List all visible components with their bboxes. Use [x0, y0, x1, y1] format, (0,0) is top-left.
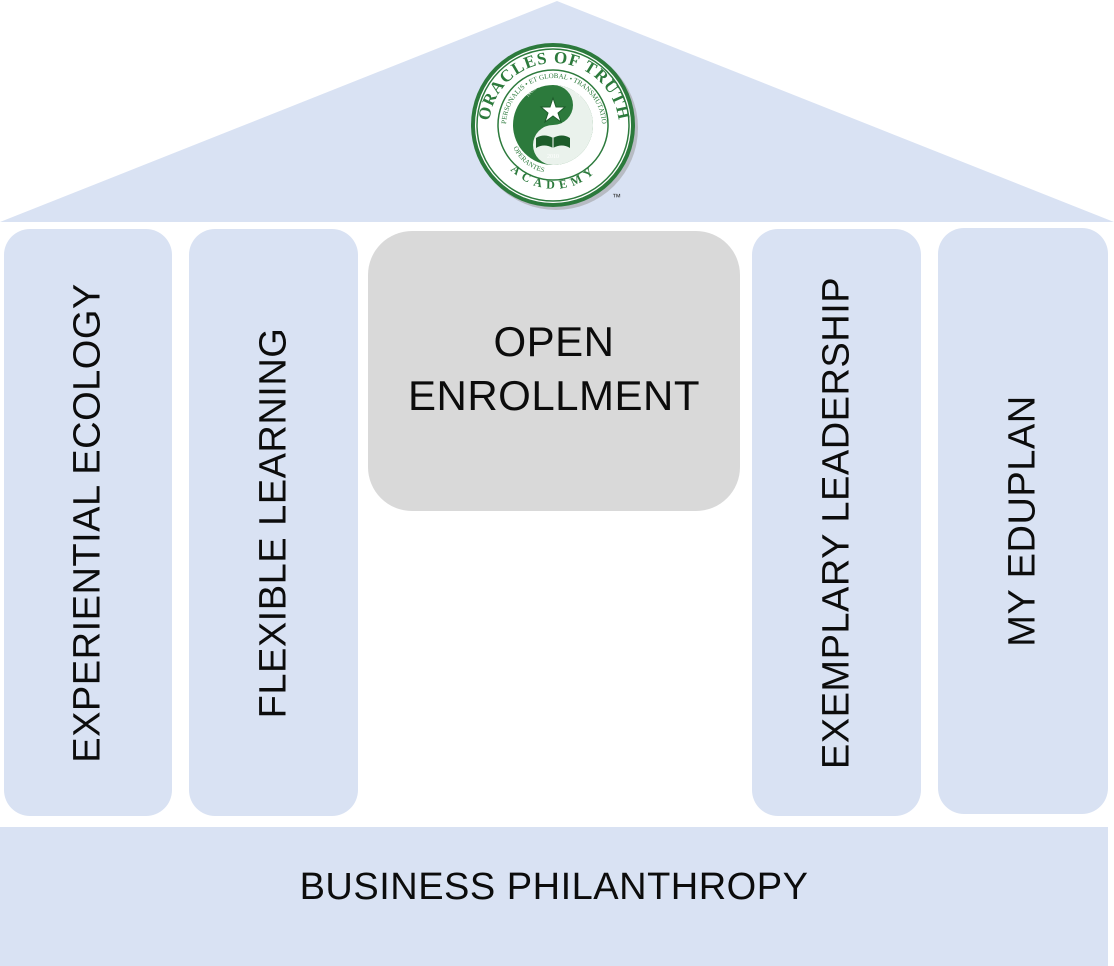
pillar-flexible-learning: FLEXIBLE LEARNING: [189, 229, 358, 816]
pillar-exemplary-leadership: EXEMPLARY LEADERSHIP: [752, 229, 921, 816]
foundation-base: BUSINESS PHILANTHROPY: [0, 827, 1108, 966]
seal-trademark: ™: [612, 192, 621, 202]
open-enrollment-line1: OPEN: [493, 318, 615, 365]
open-enrollment-box: OPEN ENROLLMENT: [368, 231, 740, 511]
pillar-my-eduplan: MY EDUPLAN: [938, 228, 1108, 814]
open-enrollment-line2: ENROLLMENT: [407, 372, 701, 419]
pillar-experiential-ecology: EXPERIENTIAL ECOLOGY: [4, 229, 172, 816]
pillar-label: EXPERIENTIAL ECOLOGY: [66, 282, 109, 763]
academy-seal-logo: ORACLES OF TRUTH ACADEMY PERSONALIS • ET…: [471, 43, 638, 210]
foundation-label: BUSINESS PHILANTHROPY: [299, 866, 809, 908]
pillar-label: EXEMPLARY LEADERSHIP: [815, 276, 857, 769]
seal-year-text: 2010: [547, 154, 559, 160]
pillar-label: MY EDUPLAN: [1001, 395, 1044, 647]
pillar-label: FLEXIBLE LEARNING: [252, 327, 294, 718]
